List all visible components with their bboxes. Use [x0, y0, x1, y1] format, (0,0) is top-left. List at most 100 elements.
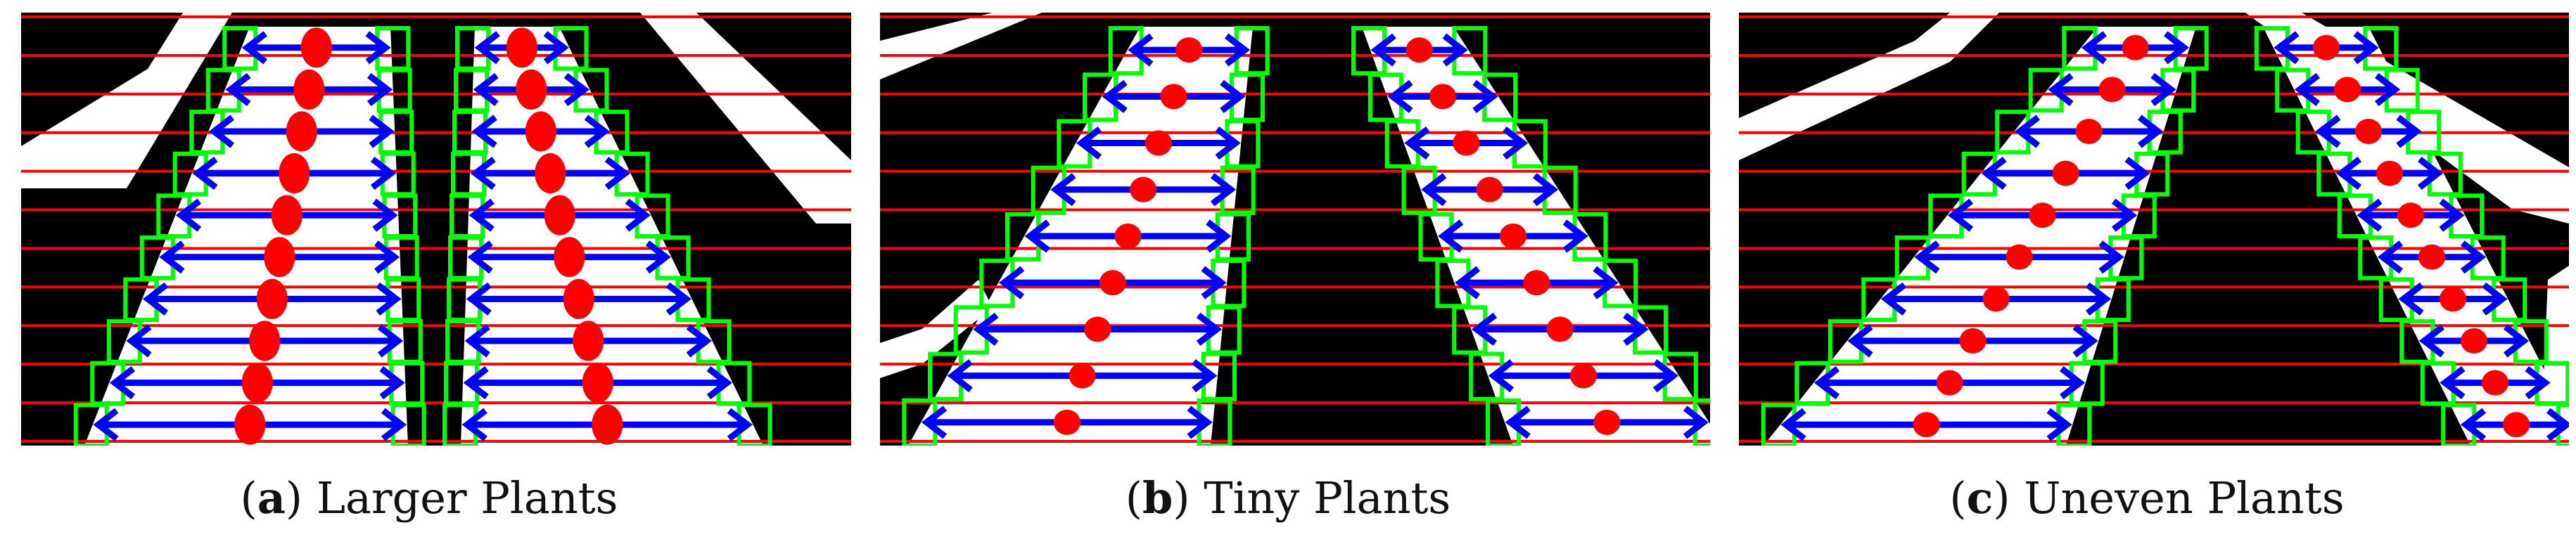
arrow-head-right — [2439, 198, 2465, 232]
arrow-head-left — [1102, 79, 1128, 113]
arrow-head-left — [2294, 72, 2320, 106]
center-marker — [1130, 176, 1157, 202]
plant-band-2 — [880, 280, 993, 378]
arrow-head-right — [369, 115, 395, 148]
center-marker — [1069, 363, 1096, 389]
arrow-head-right — [2046, 408, 2072, 441]
arrow-head-right — [1562, 219, 1588, 253]
center-marker — [2397, 202, 2424, 228]
arrow-head-left — [468, 198, 495, 232]
panel-a: (a) Larger Plants — [7, 0, 851, 551]
arrow-head-left — [1455, 266, 1481, 299]
arrow-head-right — [645, 240, 671, 274]
arrow-head-left — [109, 366, 135, 400]
arrow-head-left — [1404, 126, 1430, 160]
arrow-head-right — [2060, 366, 2086, 400]
center-marker — [2482, 370, 2508, 396]
arrow-head-left — [1947, 198, 1973, 232]
arrow-head-left — [1128, 33, 1154, 67]
center-marker — [1936, 370, 1963, 396]
arrow-head-right — [584, 115, 610, 148]
arrow-head-left — [1387, 79, 1413, 113]
arrow-head-left — [1505, 406, 1531, 439]
center-marker — [563, 278, 594, 320]
panel-c: (c) Uneven Plants — [1725, 0, 2569, 551]
center-marker — [2098, 77, 2126, 103]
center-marker — [286, 111, 317, 152]
center-marker — [1053, 409, 1080, 435]
center-marker — [1160, 84, 1187, 110]
arrow-head-left — [474, 31, 500, 65]
arrow-head-left — [1421, 173, 1447, 207]
center-marker — [506, 27, 537, 68]
arrow-head-right — [376, 282, 402, 316]
arrow-head-right — [2546, 408, 2569, 441]
arrow-head-right — [1220, 79, 1246, 113]
arrow-head-right — [2525, 366, 2551, 400]
center-marker — [2440, 286, 2466, 312]
arrow-head-left — [473, 72, 499, 106]
center-marker — [2313, 34, 2340, 60]
center-marker — [2503, 412, 2530, 438]
arrow-head-left — [2377, 240, 2403, 274]
arrow-head-right — [381, 408, 407, 441]
arrow-head-left — [1024, 219, 1050, 253]
arrow-head-right — [1503, 126, 1529, 160]
arrow-head-left — [126, 324, 152, 358]
arrow-head-left — [192, 157, 218, 190]
center-marker — [544, 195, 575, 235]
center-marker — [2122, 34, 2149, 60]
arrow-head-right — [2418, 157, 2444, 190]
arrow-head-left — [2274, 31, 2300, 65]
arrow-head-right — [706, 366, 732, 400]
center-marker — [1453, 130, 1480, 156]
panel-c-caption: (c) Uneven Plants — [1949, 472, 2345, 524]
center-marker — [535, 153, 566, 194]
arrow-head-left — [2418, 324, 2444, 358]
arrow-head-left — [1471, 312, 1498, 346]
arrow-head-right — [379, 366, 405, 400]
center-marker — [592, 404, 623, 445]
panel-c-title: Uneven Plants — [2024, 472, 2345, 524]
center-marker — [241, 362, 273, 403]
arrow-head-right — [2086, 282, 2112, 316]
center-marker — [279, 153, 310, 194]
arrow-head-left — [175, 198, 201, 232]
center-marker — [2075, 119, 2103, 144]
panel-b-caption: (b) Tiny Plants — [1125, 472, 1451, 524]
arrow-head-right — [378, 324, 404, 358]
arrow-head-right — [2353, 31, 2379, 65]
arrow-head-left — [1488, 359, 1514, 393]
arrow-head-left — [1981, 157, 2007, 190]
center-marker — [1405, 37, 1433, 63]
center-marker — [300, 27, 332, 68]
arrow-head-left — [225, 72, 251, 106]
arrow-head-right — [1201, 266, 1227, 299]
arrow-head-right — [2098, 240, 2124, 274]
arrow-head-right — [1192, 359, 1218, 393]
arrow-head-left — [947, 359, 973, 393]
center-marker — [516, 69, 547, 110]
plant-band-1 — [880, 13, 1042, 79]
center-marker — [234, 404, 266, 445]
center-marker — [1144, 130, 1172, 156]
arrow-head-left — [2014, 115, 2040, 148]
arrow-head-left — [461, 408, 487, 441]
arrow-head-left — [1847, 324, 1873, 358]
arrow-head-right — [1210, 173, 1237, 207]
center-marker — [1175, 37, 1203, 63]
center-marker — [1476, 176, 1503, 202]
arrow-head-right — [1683, 406, 1709, 439]
panel-b: (b) Tiny Plants — [866, 0, 1710, 551]
arrow-head-left — [142, 282, 168, 316]
center-marker — [2418, 244, 2445, 270]
arrow-head-left — [2048, 72, 2074, 106]
arrow-head-right — [1442, 33, 1468, 67]
center-marker — [2461, 328, 2487, 354]
center-marker — [2355, 119, 2382, 144]
panel-a-letter: a — [257, 472, 286, 524]
center-marker — [271, 195, 302, 235]
arrow-head-right — [367, 72, 393, 106]
arrow-head-right — [1532, 173, 1559, 207]
arrow-head-right — [2461, 240, 2487, 274]
